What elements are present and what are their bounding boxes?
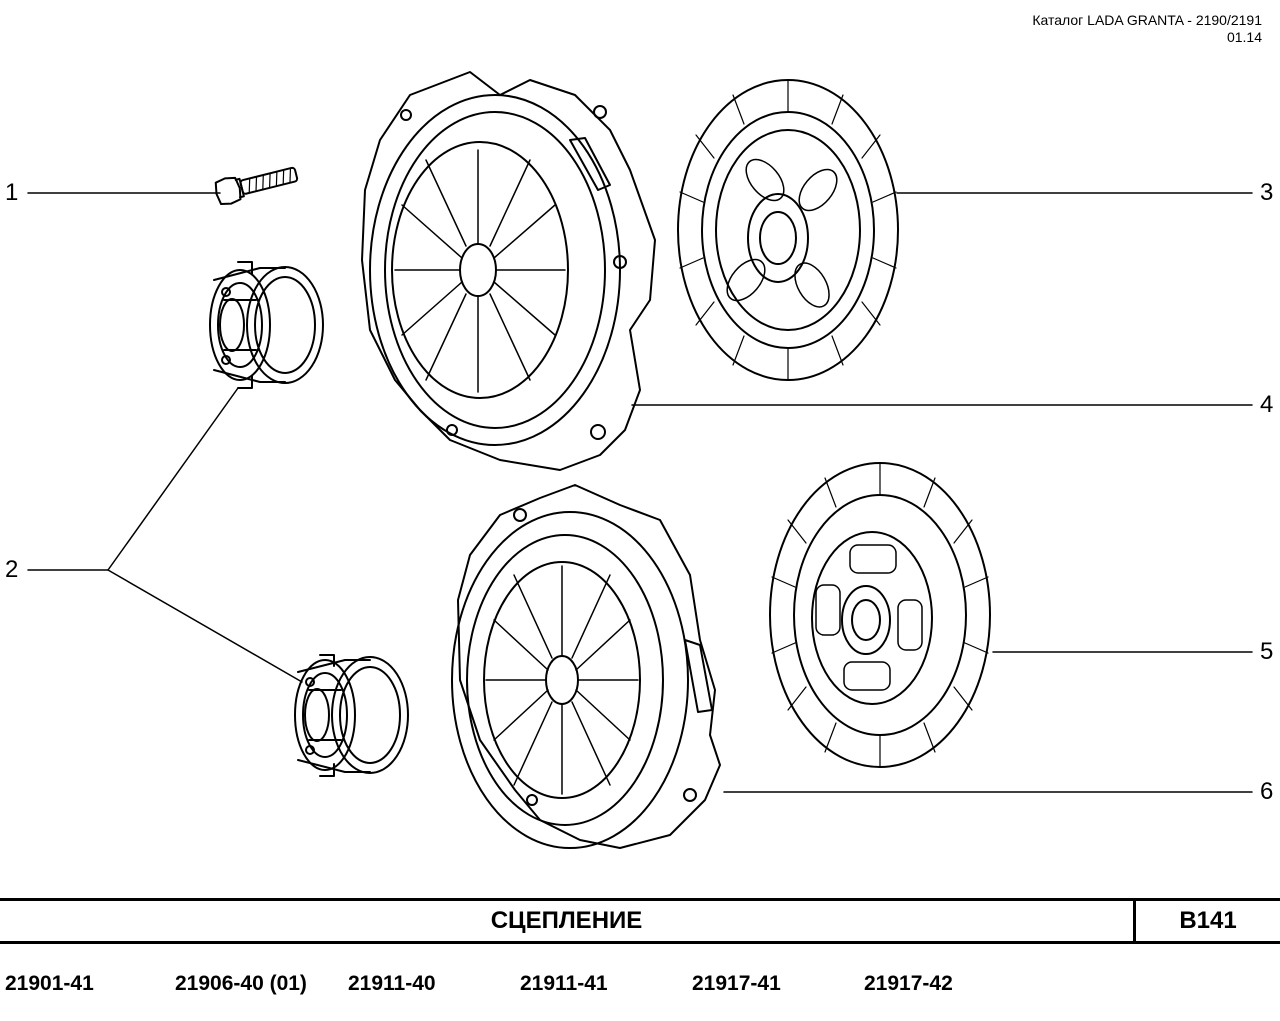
model-code: 21917-41 xyxy=(692,972,781,995)
callout-1: 1 xyxy=(5,179,19,206)
callout-5: 5 xyxy=(1260,638,1274,665)
model-code: 21906-40 (01) xyxy=(175,972,307,995)
model-code: 21901-41 xyxy=(5,972,94,995)
model-list: 21901-41 21906-40 (01) 21911-40 21911-41… xyxy=(0,970,1280,1000)
title-bar: СЦЕПЛЕНИЕ B141 xyxy=(0,898,1280,944)
bolt-part xyxy=(214,166,299,206)
leader-lines xyxy=(27,192,1253,793)
parts-diagram xyxy=(27,71,1253,849)
catalog-date: 01.14 xyxy=(1226,29,1262,45)
model-code: 21911-41 xyxy=(520,972,608,995)
page-title: СЦЕПЛЕНИЕ xyxy=(490,907,643,934)
callout-3: 3 xyxy=(1260,179,1274,206)
model-code: 21911-40 xyxy=(348,972,436,995)
callout-2: 2 xyxy=(5,556,19,583)
callout-4: 4 xyxy=(1260,391,1274,418)
release-bearing-lower xyxy=(294,654,409,777)
callout-6: 6 xyxy=(1260,778,1274,805)
catalog-title: Каталог LADA GRANTA - 2190/2191 xyxy=(1032,12,1262,28)
release-bearing-upper xyxy=(209,261,324,389)
clutch-disc-lower xyxy=(769,462,991,768)
disc-segments-upper xyxy=(679,79,897,381)
model-code: 21917-42 xyxy=(864,972,953,995)
disc-segments-lower xyxy=(771,462,989,768)
catalog-header: Каталог LADA GRANTA - 2190/2191 01.14 xyxy=(1032,12,1262,46)
pressure-plate-upper xyxy=(361,71,656,471)
clutch-disc-upper xyxy=(677,79,899,381)
pressure-plate-lower xyxy=(451,484,721,849)
title-divider xyxy=(1133,901,1136,941)
page-code: B141 xyxy=(1179,907,1237,934)
